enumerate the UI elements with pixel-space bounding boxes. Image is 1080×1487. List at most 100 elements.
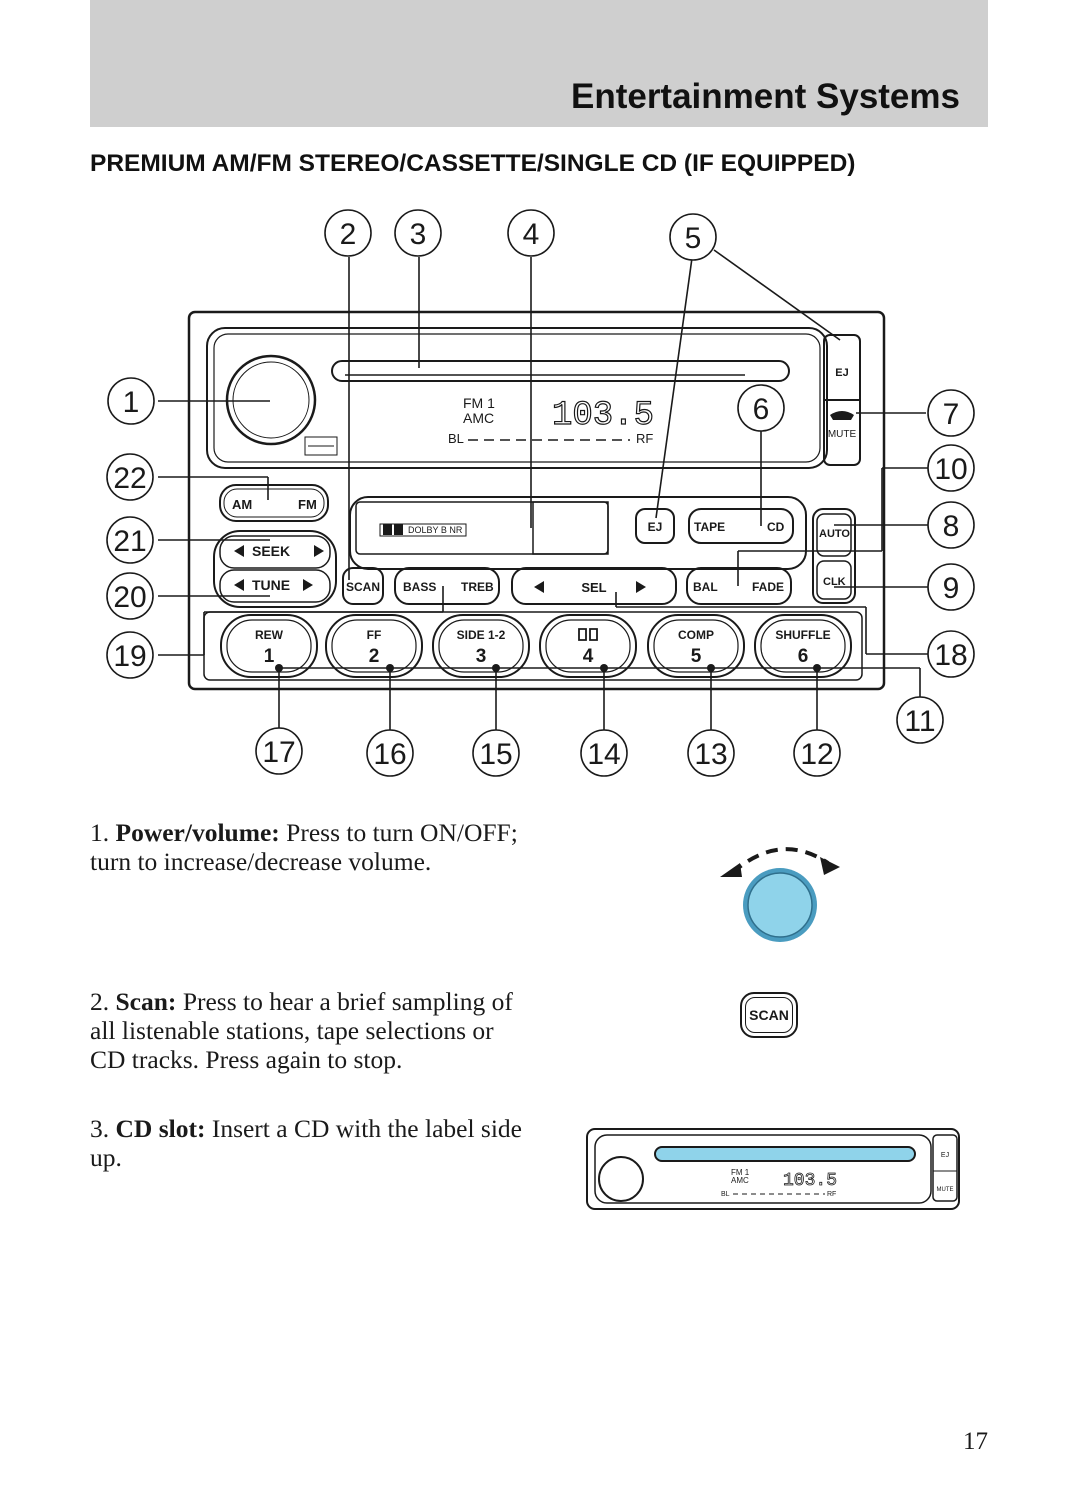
dolby-icon <box>578 628 598 641</box>
callout-11: 11 <box>896 696 944 744</box>
item-scan: 2. Scan: Press to hear a brief sampling … <box>90 987 530 1074</box>
auto-button[interactable]: AUTO <box>819 528 850 540</box>
mini-band: FM 1 <box>731 1168 750 1177</box>
callout-label: 17 <box>262 736 295 769</box>
seek-tune-rocker[interactable]: SEEK TUNE <box>213 530 337 608</box>
item-text: Press to turn ON/OFF; turn to increase/d… <box>90 818 518 876</box>
balance-fade-button[interactable]: BAL FADE <box>686 567 792 605</box>
callout-8: 8 <box>927 501 975 549</box>
svg-text:CD: CD <box>767 520 785 534</box>
callout-18: 18 <box>927 630 975 678</box>
callout-label: 10 <box>934 453 967 486</box>
callout-label: 3 <box>410 218 427 251</box>
callout-label: 2 <box>340 218 357 251</box>
cd-slot[interactable] <box>331 360 790 382</box>
callout-label: 14 <box>587 738 620 771</box>
callout-21: 21 <box>106 516 154 564</box>
bl-indicator: BL <box>448 431 464 446</box>
item-term: Scan: <box>115 987 177 1016</box>
auto-clk-buttons[interactable]: AUTO CLK <box>812 508 856 604</box>
item-text: Press to hear a brief sampling of all li… <box>90 987 513 1074</box>
preset-button-3[interactable]: SIDE 1-2 3 <box>432 614 530 678</box>
svg-text:SEL: SEL <box>581 580 606 595</box>
item-number: 2. <box>90 987 110 1016</box>
callout-15: 15 <box>472 729 520 777</box>
svg-text:BAL: BAL <box>693 580 718 594</box>
callout-16: 16 <box>366 729 414 777</box>
preset-label: REW <box>255 628 284 642</box>
item-text: Insert a CD with the label side up. <box>90 1114 522 1172</box>
preset-label: SIDE 1-2 <box>457 628 506 642</box>
preset-number: 5 <box>691 646 702 667</box>
scan-icon-label: SCAN <box>745 997 793 1033</box>
preset-number: 2 <box>369 646 380 667</box>
tune-label: TUNE <box>252 577 290 593</box>
callout-label: 20 <box>113 581 146 614</box>
svg-text:BASS: BASS <box>403 580 436 594</box>
scan-button[interactable]: SCAN <box>342 567 384 605</box>
clk-button[interactable]: CLK <box>823 576 846 588</box>
svg-text:FADE: FADE <box>752 580 784 594</box>
callout-22: 22 <box>106 453 154 501</box>
mute-label[interactable]: MUTE <box>828 429 857 440</box>
phone-icon <box>830 411 854 420</box>
callout-label: 11 <box>904 705 935 738</box>
item-number: 1. <box>90 818 110 847</box>
callout-17: 17 <box>255 727 303 775</box>
preset-label: COMP <box>678 628 714 642</box>
ej-mute-column: EJ MUTE <box>823 334 861 466</box>
sel-button[interactable]: SEL <box>511 567 677 605</box>
power-volume-knob[interactable] <box>225 354 317 446</box>
page-number: 17 <box>963 1428 988 1455</box>
callout-9: 9 <box>927 563 975 611</box>
preset-button-5[interactable]: COMP 5 <box>647 614 745 678</box>
item-term: CD slot: <box>115 1114 206 1143</box>
callout-label: 5 <box>685 222 702 255</box>
callout-label: 21 <box>113 525 146 558</box>
tape-eject-button[interactable]: EJ <box>635 508 675 544</box>
callout-7: 7 <box>927 389 975 437</box>
callout-4: 4 <box>507 209 555 257</box>
item-power-volume: 1. Power/volume: Press to turn ON/OFF; t… <box>90 818 530 876</box>
callout-label: 4 <box>523 218 540 251</box>
mini-frequency: 103.5 <box>783 1171 837 1191</box>
rf-indicator: RF <box>636 431 653 446</box>
preset-label: FF <box>367 628 382 642</box>
callout-6: 6 <box>737 384 785 432</box>
callout-label: 19 <box>113 640 146 673</box>
mini-rf: RF <box>827 1191 836 1198</box>
item-cd-slot: 3. CD slot: Insert a CD with the label s… <box>90 1114 530 1172</box>
svg-text:SCAN: SCAN <box>346 580 380 594</box>
section-title: PREMIUM AM/FM STEREO/CASSETTE/SINGLE CD … <box>90 150 856 177</box>
preset-strip <box>203 611 863 681</box>
amc-indicator: AMC <box>463 410 494 426</box>
tape-cd-button[interactable]: TAPE CD <box>688 508 794 544</box>
callout-14: 14 <box>580 729 628 777</box>
callout-label: 9 <box>943 572 960 605</box>
callout-2: 2 <box>324 209 372 257</box>
svg-text:EJ: EJ <box>648 520 663 534</box>
item-number: 3. <box>90 1114 110 1143</box>
am-fm-button[interactable]: AM FM <box>219 484 329 522</box>
callout-5: 5 <box>669 213 717 261</box>
preset-button-4[interactable]: 4 <box>539 614 637 678</box>
callout-label: 7 <box>943 398 960 431</box>
mini-ej-label: EJ <box>941 1152 949 1159</box>
callout-label: 18 <box>934 639 967 672</box>
bass-treble-button[interactable]: BASS TREB <box>394 567 500 605</box>
frequency-display: 103.5 <box>552 397 654 435</box>
preset-button-2[interactable]: FF 2 <box>325 614 423 678</box>
ej-top-label: EJ <box>835 367 848 379</box>
callout-label: 15 <box>479 738 512 771</box>
preset-number: 6 <box>798 646 809 667</box>
svg-text:FM: FM <box>298 497 317 512</box>
svg-text:TAPE: TAPE <box>694 520 725 534</box>
callout-20: 20 <box>106 572 154 620</box>
callout-1: 1 <box>107 377 155 425</box>
preset-number: 3 <box>476 646 487 667</box>
chapter-title: Entertainment Systems <box>570 77 960 116</box>
